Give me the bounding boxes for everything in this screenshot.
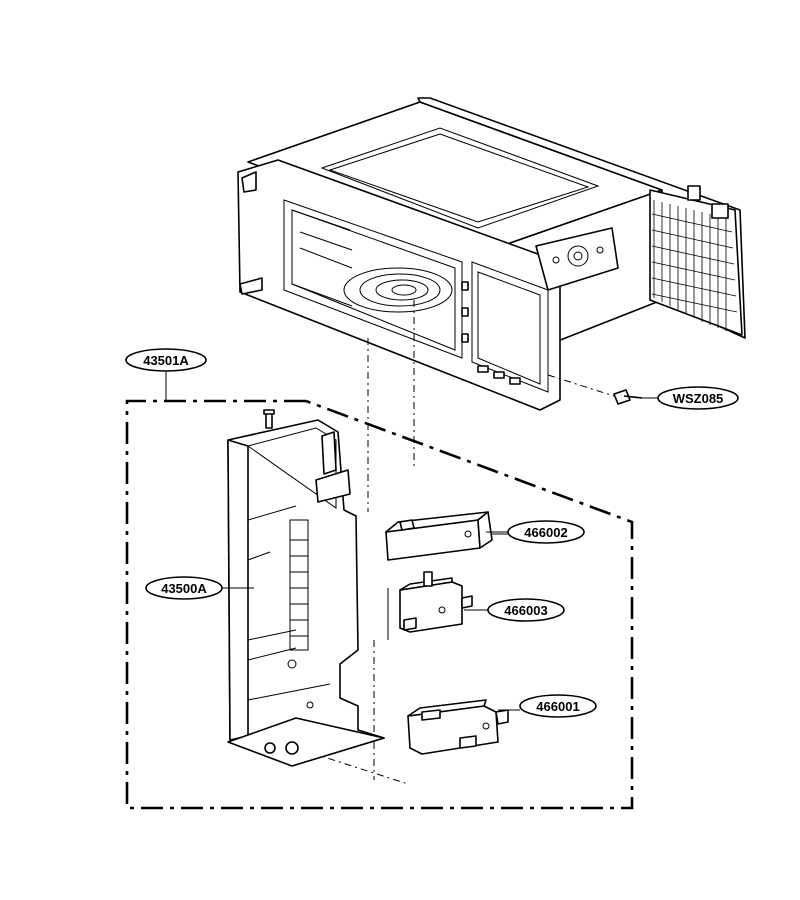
label-466001-text: 466001 <box>536 699 579 714</box>
door-latch-frame <box>227 409 385 767</box>
switch-466003 <box>387 571 473 640</box>
label-466002-text: 466002 <box>524 525 567 540</box>
label-wsz085-text: WSZ085 <box>673 391 724 406</box>
label-wsz085: WSZ085 <box>657 386 739 410</box>
switch-466002 <box>385 511 512 561</box>
label-43501a: 43501A <box>125 348 207 372</box>
label-466003: 466003 <box>487 598 565 622</box>
label-43501a-text: 43501A <box>143 353 189 368</box>
vent-grid <box>651 200 738 331</box>
screw-wsz085 <box>613 389 643 405</box>
label-466001: 466001 <box>519 694 597 718</box>
assembly-boundary <box>125 399 634 810</box>
label-43500a-text: 43500A <box>161 581 207 596</box>
label-466003-text: 466003 <box>504 603 547 618</box>
switch-466001 <box>407 699 509 755</box>
label-466002: 466002 <box>507 520 585 544</box>
microwave-cavity <box>237 97 746 411</box>
label-43500a: 43500A <box>145 576 223 600</box>
